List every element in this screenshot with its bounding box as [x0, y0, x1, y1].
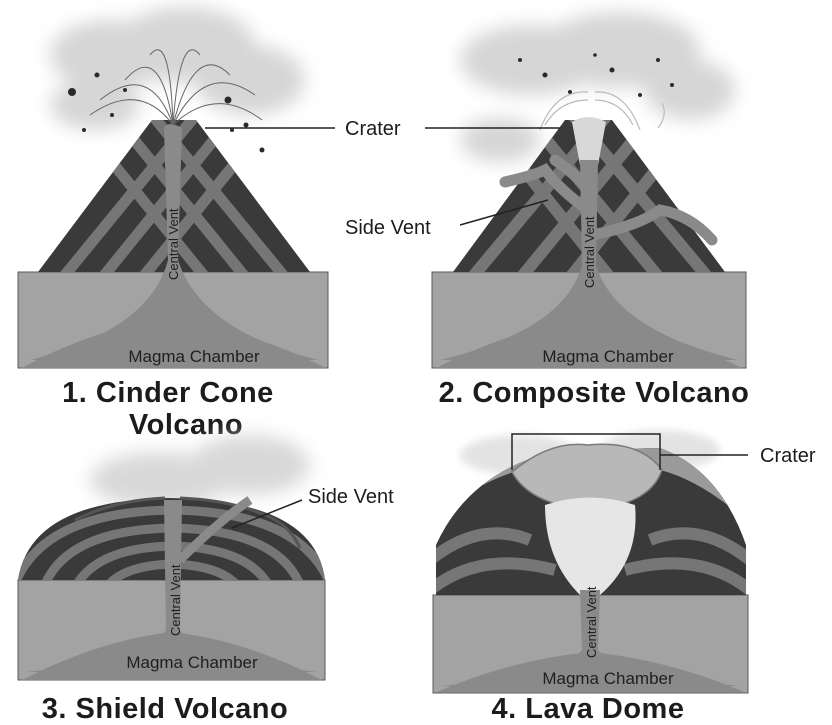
magma-chamber-label: Magma Chamber: [126, 653, 258, 672]
magma-chamber-label: Magma Chamber: [542, 669, 674, 688]
magma-chamber-shape: [436, 318, 742, 368]
side-vent-leader-line: [231, 499, 303, 529]
magma-chamber-shape: [437, 652, 744, 692]
side-vent-leader-line: [459, 199, 549, 226]
lava-dome-diagram: Central Vent Magma Chamber Crater 4. Lav…: [432, 430, 816, 725]
cinder-cone-diagram: Central Vent Magma Chamber Crater 1. Cin…: [17, 7, 401, 441]
central-vent-label: Central Vent: [582, 216, 597, 288]
magma-chamber-label: Magma Chamber: [542, 347, 674, 366]
composite-volcano-diagram: Central Vent Magma Chamber Side Vent 2. …: [345, 12, 750, 409]
central-vent-conduit: [26, 500, 318, 672]
composite-volcano-title: 2. Composite Volcano: [439, 377, 750, 409]
central-vent-conduit: [30, 124, 318, 360]
side-vent-label: Side Vent: [308, 486, 394, 508]
magma-chamber-label: Magma Chamber: [128, 347, 260, 366]
magma-chamber-shape: [22, 632, 322, 680]
cinder-cone-title-line2: Volcano: [129, 409, 243, 441]
cinder-cone-title-line1: 1. Cinder Cone: [62, 377, 274, 409]
central-vent-conduit: [440, 160, 738, 360]
smoke-cloud: [460, 12, 735, 162]
crater-label: Crater: [760, 445, 816, 467]
central-vent-label: Central Vent: [584, 586, 599, 658]
magma-chamber-shape: [22, 318, 326, 368]
smoke-cloud: [90, 435, 310, 508]
central-vent-conduit: [440, 590, 740, 686]
crater-bracket: [511, 433, 661, 470]
side-vent-conduits: [499, 154, 718, 246]
eruption-streaks: [89, 49, 263, 126]
ash-arcs: [539, 91, 665, 131]
lava-dome-title: 4. Lava Dome: [492, 693, 685, 725]
ejected-cinders: [68, 72, 265, 153]
shield-volcano-title: 3. Shield Volcano: [42, 693, 288, 725]
central-vent-label: Central Vent: [166, 208, 181, 280]
central-vent-label: Central Vent: [168, 564, 183, 636]
ejected-bombs: [518, 53, 674, 97]
smoke-cloud: [50, 7, 305, 130]
side-vent-conduit: [176, 496, 253, 564]
shield-volcano-diagram: Central Vent Magma Chamber Side Vent 3. …: [17, 435, 394, 725]
dome-interior: [545, 497, 636, 595]
crater-label: Crater: [345, 118, 401, 140]
side-vent-label: Side Vent: [345, 217, 431, 239]
crater-glow: [572, 117, 606, 165]
